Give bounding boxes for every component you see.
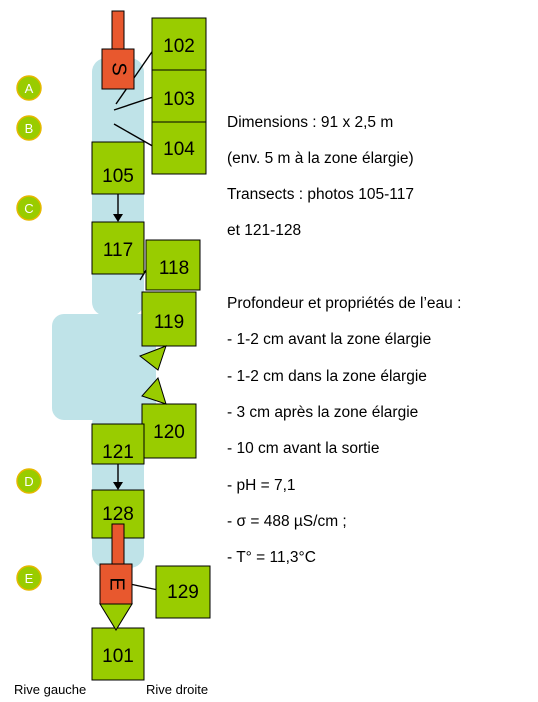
photo-label-118: 118 [159,258,189,279]
photo-label-129: 129 [167,582,199,603]
photo-boxes: 102 103 104 105 117 118 119 120 [91,17,211,681]
marker-d-label: D [24,474,33,489]
info-ph: - pH = 7,1 [227,477,296,494]
start-gauge-plate [101,48,135,90]
photo-label-104: 104 [163,139,195,160]
bank-right-label: Rive droite [146,682,208,697]
marker-c: C [16,195,42,221]
arrow-105-117-head [113,214,123,222]
info-depth-2: - 1-2 cm dans la zone élargie [227,368,427,385]
info-transects-2: et 121-128 [227,222,302,239]
marker-c-label: C [24,201,33,216]
start-gauge-post [111,10,125,52]
direction-triangle-lower [141,377,167,405]
photo-box-120: 120 [141,403,197,459]
line-104 [113,123,157,149]
arrow-121-128-head [113,482,123,490]
photo-box-118: 118 [145,239,201,291]
info-depth-4: - 10 cm avant la sortie [227,440,380,457]
photo-label-119: 119 [154,312,184,333]
photo-box-119: 119 [141,291,197,347]
start-gauge-label: S [108,62,130,75]
marker-e: E [16,565,42,591]
marker-b: B [16,115,42,141]
line-103 [113,95,157,111]
line-129 [129,583,159,591]
photo-label-105: 105 [102,166,134,187]
marker-a-label: A [25,81,34,96]
photo-label-128: 128 [102,504,134,525]
marker-d: D [16,468,42,494]
marker-a: A [16,75,42,101]
end-gauge-plate [99,563,133,605]
markers: A B C D E [16,75,42,591]
photo-label-103: 103 [163,89,195,110]
photo-box-101: 101 [91,627,145,681]
photo-box-128: 128 [91,489,145,539]
info-temperature: - T° = 11,3°C [227,549,316,566]
direction-triangle-upper [138,345,167,371]
line-102 [115,45,157,105]
photo-label-121: 121 [102,442,134,463]
info-dimensions: Dimensions : 91 x 2,5 m [227,114,394,131]
info-depth-1: - 1-2 cm avant la zone élargie [227,331,432,348]
info-widened: (env. 5 m à la zone élargie) [227,150,414,167]
end-gauge: E [99,523,133,631]
photo-label-120: 120 [153,422,185,443]
marker-e-label: E [25,571,34,586]
photo-label-102: 102 [163,36,195,57]
stream-widened-zone [52,314,156,420]
end-gauge-post [111,523,125,569]
info-depth-3: - 3 cm après la zone élargie [227,404,419,421]
photo-box-129: 129 [155,565,211,619]
photo-box-103: 103 [151,69,207,123]
photo-label-117: 117 [103,240,133,261]
start-gauge: S [101,10,135,90]
photo-box-102: 102 [151,17,207,71]
info-transects-1: Transects : photos 105-117 [227,186,414,203]
end-gauge-label: E [106,577,128,590]
photo-box-105: 105 [91,141,145,195]
photo-box-104: 104 [151,121,207,175]
photo-label-101: 101 [102,646,134,667]
photo-box-121: 121 [91,423,145,465]
photo-box-117: 117 [91,221,145,275]
info-water-title: Profondeur et propriétés de l’eau : [227,295,462,312]
info-conductivity: - σ = 488 µS/cm ; [227,513,347,530]
bank-left-label: Rive gauche [14,682,86,697]
end-gauge-arrow [99,603,133,631]
marker-b-label: B [25,121,34,136]
